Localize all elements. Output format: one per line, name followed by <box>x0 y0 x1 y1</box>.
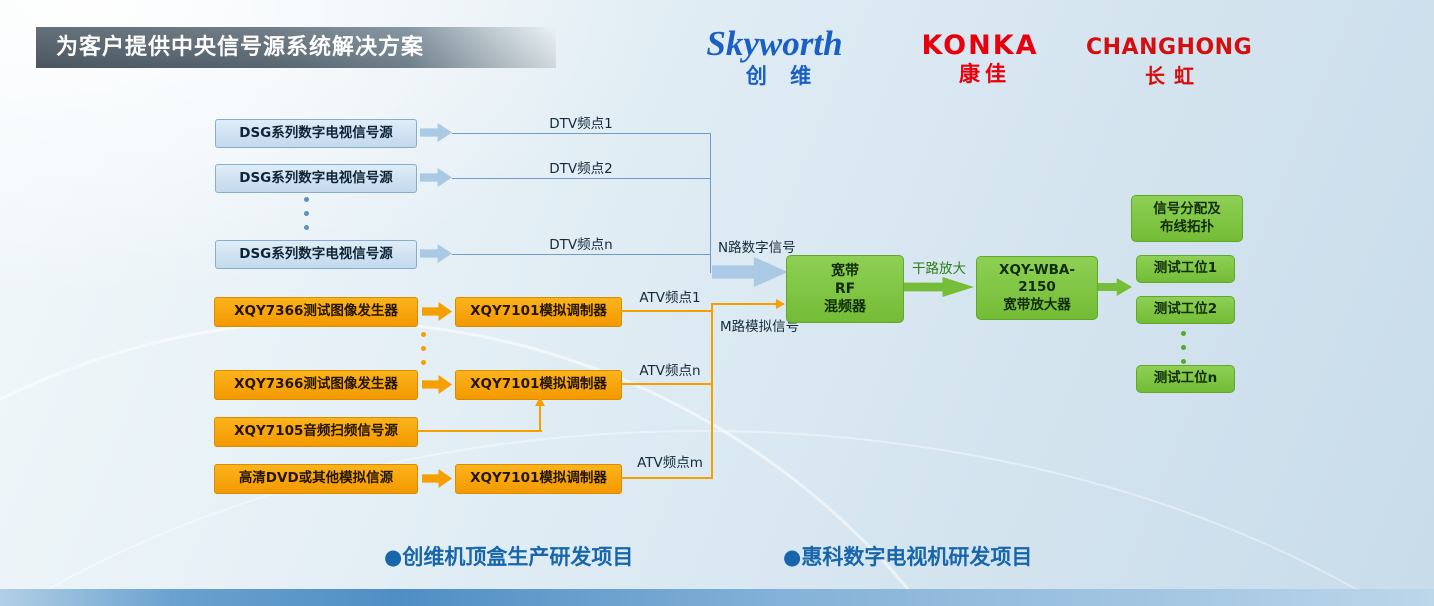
flow-arrow <box>422 375 452 394</box>
dtv-channel-label: DTV频点n <box>549 237 613 253</box>
flow-arrow <box>712 257 788 287</box>
flow-arrow <box>904 277 974 297</box>
ellipsis-dots <box>304 197 309 230</box>
test-station-box: 测试工位2 <box>1136 296 1235 324</box>
flow-arrow <box>420 168 452 187</box>
atv-channel-label: ATV频点n <box>639 363 701 379</box>
test-station-box: 测试工位n <box>1136 365 1235 393</box>
broadband-amplifier-box: XQY-WBA- 2150 宽带放大器 <box>976 256 1098 320</box>
connector-line <box>710 133 711 273</box>
m-signal-label: M路模拟信号 <box>720 319 800 335</box>
digital-source-box: DSG系列数字电视信号源 <box>215 164 417 193</box>
connector-line <box>620 310 713 312</box>
connector-line <box>711 303 713 479</box>
flow-arrow <box>420 244 452 263</box>
page-title: 为客户提供中央信号源系统解决方案 <box>56 35 425 60</box>
skyworth-chinese: 创 维 <box>745 64 820 88</box>
atv-channel-label: ATV频点1 <box>639 290 701 306</box>
arrowhead-icon <box>776 299 785 309</box>
modulator-box: XQY7101模拟调制器 <box>455 370 622 400</box>
trunk-amp-label: 干路放大 <box>912 261 966 277</box>
title-banner: 为客户提供中央信号源系统解决方案 <box>36 27 556 68</box>
modulator-box: XQY7101模拟调制器 <box>455 464 622 494</box>
digital-source-box: DSG系列数字电视信号源 <box>215 240 417 269</box>
connector-line <box>452 254 710 255</box>
connector-line <box>620 477 713 479</box>
skyworth-wordmark: Skyworth <box>706 24 843 63</box>
modulator-box: XQY7101模拟调制器 <box>455 297 622 327</box>
konka-wordmark: KONKA <box>921 30 1039 61</box>
connector-line <box>539 405 541 431</box>
analog-source-box: XQY7366测试图像发生器 <box>214 297 418 327</box>
connector-line <box>452 178 710 179</box>
connector-line <box>452 133 710 134</box>
distribution-topology-box: 信号分配及 布线拓扑 <box>1131 195 1243 242</box>
bottom-accent-bar <box>0 589 1434 606</box>
flow-arrow <box>1098 278 1132 296</box>
atv-channel-label: ATV频点m <box>637 455 703 471</box>
connector-line <box>711 303 777 305</box>
n-signal-label: N路数字信号 <box>718 240 796 256</box>
flow-arrow <box>422 302 452 321</box>
arrowhead-icon <box>535 397 545 406</box>
changhong-wordmark: CHANGHONG <box>1086 35 1253 60</box>
background-swoosh <box>0 430 1434 606</box>
project-bullet: ●惠科数字电视机研发项目 <box>783 545 1033 569</box>
changhong-chinese: 长虹 <box>1145 64 1203 88</box>
rf-mixer-box: 宽带 RF 混频器 <box>786 255 904 323</box>
test-station-box: 测试工位1 <box>1136 255 1235 283</box>
konka-chinese: 康佳 <box>959 62 1011 86</box>
analog-source-box: 高清DVD或其他模拟信源 <box>214 464 418 494</box>
dtv-channel-label: DTV频点1 <box>549 116 613 132</box>
project-bullet: ●创维机顶盒生产研发项目 <box>384 545 634 569</box>
flow-arrow <box>420 123 452 142</box>
flow-arrow <box>422 469 452 488</box>
analog-source-box: XQY7105音频扫频信号源 <box>214 417 418 447</box>
ellipsis-dots <box>1181 331 1186 364</box>
connector-line <box>416 430 542 432</box>
connector-line <box>620 383 713 385</box>
analog-source-box: XQY7366测试图像发生器 <box>214 370 418 400</box>
dtv-channel-label: DTV频点2 <box>549 161 613 177</box>
digital-source-box: DSG系列数字电视信号源 <box>215 119 417 148</box>
ellipsis-dots <box>421 332 426 365</box>
